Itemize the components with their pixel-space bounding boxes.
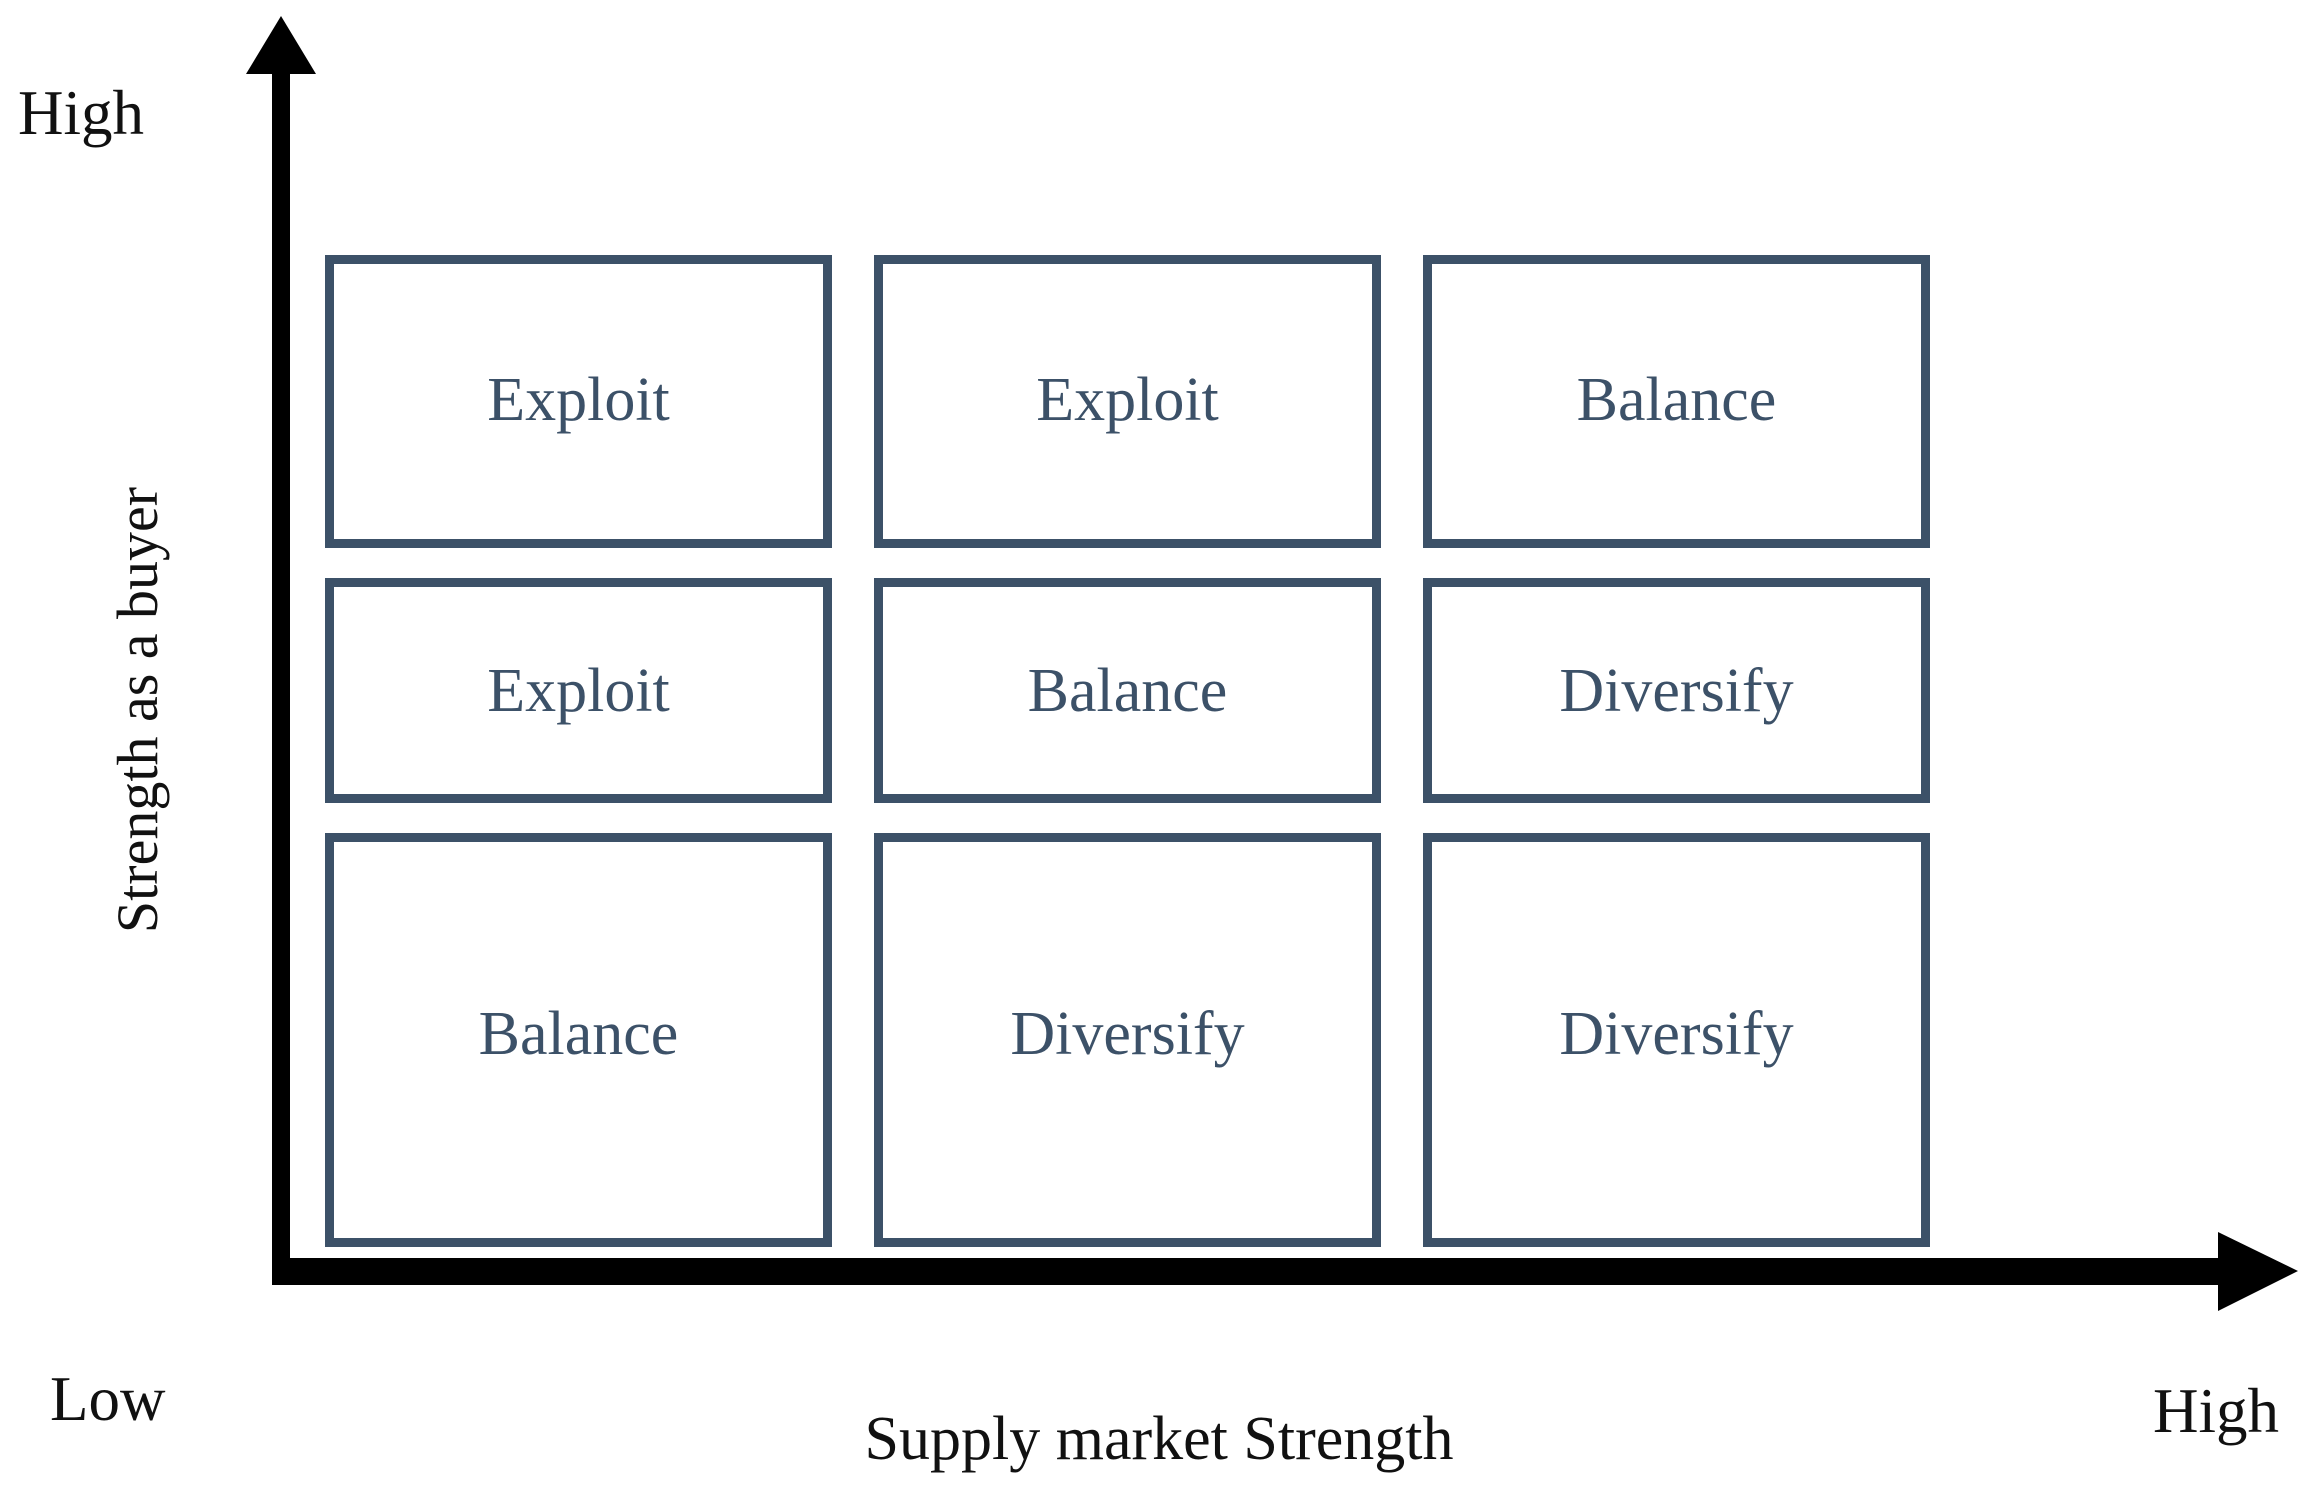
matrix-cell-label: Diversify [1010,1000,1245,1068]
x-axis-title: Supply market Strength [864,1405,1454,1473]
y-axis-title: Strength as a buyer [105,486,170,934]
matrix-cell-label: Exploit [487,656,670,725]
matrix-cell-label: Diversify [1559,1000,1794,1068]
matrix-cell-r1c2[interactable]: Exploit [874,255,1381,548]
matrix-cell-r3c2[interactable]: Diversify [874,833,1381,1247]
matrix-cell-r2c2[interactable]: Balance [874,578,1381,803]
y-axis-shaft [272,70,290,1283]
x-axis-high-label: High [2153,1376,2279,1446]
y-axis-high-label: High [18,78,144,148]
matrix-cell-r2c1[interactable]: Exploit [325,578,832,803]
matrix-cell-label: Exploit [487,365,670,434]
matrix-cell-label: Exploit [1036,365,1219,434]
matrix-cell-r2c3[interactable]: Diversify [1423,578,1930,803]
y-axis-low-label: Low [50,1364,166,1434]
y-axis-arrowhead [246,16,316,74]
matrix-cell-label: Balance [1027,656,1228,725]
matrix-cell-r1c3[interactable]: Balance [1423,255,1930,548]
x-axis-shaft [272,1258,2222,1285]
matrix-cell-r3c3[interactable]: Diversify [1423,833,1930,1247]
strategy-matrix: Exploit Exploit Balance Exploit Balance … [325,255,1930,1247]
matrix-cell-label: Balance [478,1000,679,1068]
matrix-cell-label: Diversify [1559,656,1794,725]
matrix-cell-r3c1[interactable]: Balance [325,833,832,1247]
matrix-cell-r1c1[interactable]: Exploit [325,255,832,548]
matrix-cell-label: Balance [1576,365,1777,434]
x-axis-arrowhead [2218,1232,2298,1311]
